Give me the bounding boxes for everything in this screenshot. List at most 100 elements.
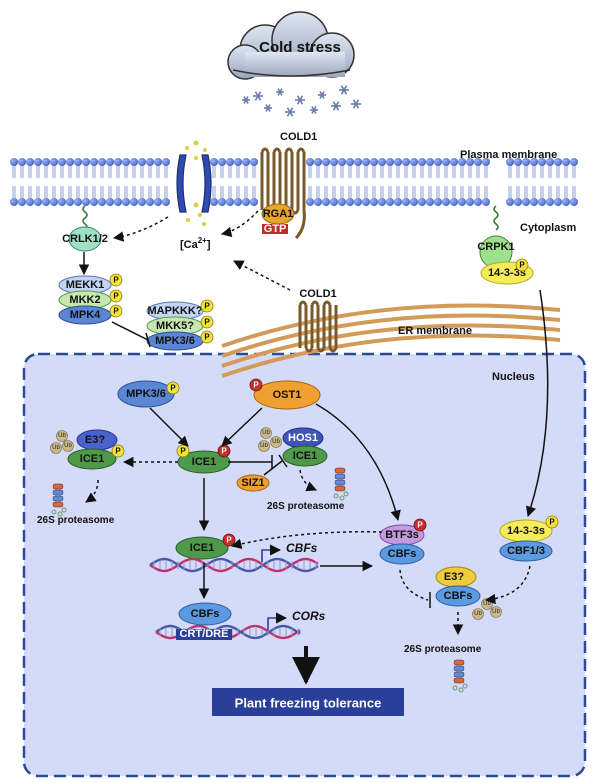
mpk36-cyto-label: MPK3/6 bbox=[155, 335, 195, 347]
proteasome-icon bbox=[333, 467, 349, 501]
phosphate-label: P bbox=[417, 521, 423, 530]
phosphate-mark bbox=[249, 378, 263, 392]
crpk1-label: CRPK1 bbox=[477, 241, 514, 253]
crt-dre-label: CRT/DRE bbox=[180, 628, 229, 640]
proteasome-label-a: 26S proteasome bbox=[37, 515, 115, 526]
ubiquitin-mark bbox=[490, 606, 502, 618]
cytoplasm-label: Cytoplasm bbox=[520, 222, 576, 234]
cors-promoter-arrow bbox=[267, 612, 288, 630]
phosphate-label: P bbox=[519, 261, 525, 270]
ubiquitin-mark bbox=[260, 427, 272, 439]
s1433-nuc-label: 14-3-3s bbox=[507, 525, 545, 537]
phosphate-label: P bbox=[549, 518, 555, 527]
btf3s-label: BTF3s bbox=[385, 529, 419, 541]
outcome-box bbox=[212, 688, 404, 716]
ost1-node bbox=[253, 380, 321, 410]
mkk5-label: MKK5? bbox=[156, 320, 194, 332]
phosphate-mark bbox=[200, 330, 214, 344]
phosphate-label: P bbox=[113, 276, 119, 285]
plasma-membrane bbox=[10, 158, 578, 206]
calcium-label: [Ca2+] bbox=[180, 236, 211, 251]
cbfs-dna-node bbox=[178, 602, 232, 626]
pathway-arrows bbox=[78, 210, 549, 685]
ubiquitin-label: Ub bbox=[262, 430, 270, 436]
phosphate-mark bbox=[413, 518, 427, 532]
cloud-icon bbox=[227, 11, 355, 80]
phosphate-label: P bbox=[226, 536, 232, 545]
s1433-cyto-label: 14-3-3s bbox=[488, 267, 526, 279]
ubiquitin-mark bbox=[270, 436, 282, 448]
crlk-node bbox=[68, 226, 102, 252]
phosphate-label: P bbox=[204, 333, 210, 342]
ice1-dna-label: ICE1 bbox=[190, 542, 214, 554]
gtp-label: GTP bbox=[264, 223, 287, 235]
cold1-transmembrane-er bbox=[298, 300, 338, 353]
ubiquitin-mark bbox=[62, 440, 74, 452]
ubiquitin-mark bbox=[56, 430, 68, 442]
gtp-badge bbox=[262, 224, 288, 234]
phosphate-label: P bbox=[180, 447, 186, 456]
calcium-channel bbox=[176, 140, 212, 226]
cbf13-node bbox=[499, 540, 553, 562]
phosphate-mark bbox=[111, 444, 125, 458]
ost1-label: OST1 bbox=[273, 389, 302, 401]
ubiquitin-label: Ub bbox=[64, 443, 72, 449]
ice1-dna-node bbox=[175, 536, 229, 560]
cbfs-deg-node bbox=[435, 585, 481, 607]
phosphate-mark bbox=[545, 515, 559, 529]
cbfs-btf-node bbox=[379, 543, 425, 565]
crlk-label: CRLK1/2 bbox=[62, 233, 108, 245]
ice1-deg-label: ICE1 bbox=[80, 453, 104, 465]
phosphate-mark bbox=[200, 299, 214, 313]
nucleus-label: Nucleus bbox=[492, 371, 535, 383]
crlk-transmembrane bbox=[82, 205, 88, 231]
plasma-membrane-label: Plasma membrane bbox=[460, 149, 557, 161]
cbfs-dna-label: CBFs bbox=[191, 608, 220, 620]
phosphate-label: P bbox=[221, 447, 227, 456]
ubiquitin-label: Ub bbox=[483, 601, 491, 607]
er-membrane-label: ER membrane bbox=[398, 325, 472, 337]
ubiquitin-label: Ub bbox=[272, 439, 280, 445]
phosphate-mark bbox=[515, 258, 529, 272]
ubiquitin-mark bbox=[258, 440, 270, 452]
cbfs-gene-label: CBFs bbox=[286, 541, 318, 555]
cold1-pm-label: COLD1 bbox=[280, 131, 317, 143]
phosphate-label: P bbox=[115, 447, 121, 456]
phosphate-mark bbox=[109, 289, 123, 303]
phosphate-label: P bbox=[204, 302, 210, 311]
e3b-label: E3? bbox=[444, 571, 464, 583]
phosphate-mark bbox=[200, 315, 214, 329]
ubiquitin-label: Ub bbox=[492, 609, 500, 615]
proteasome-label-c: 26S proteasome bbox=[404, 644, 482, 655]
mkk2-label: MKK2 bbox=[69, 294, 100, 306]
mpk4-label: MPK4 bbox=[70, 309, 101, 321]
siz1-node bbox=[236, 474, 270, 492]
ubiquitin-mark bbox=[50, 442, 62, 454]
phosphate-mark bbox=[109, 273, 123, 287]
mpk4-node bbox=[58, 305, 112, 325]
phosphate-label: P bbox=[170, 384, 176, 393]
outcome-label: Plant freezing tolerance bbox=[235, 696, 382, 711]
mapkkk-label: MAPKKK? bbox=[148, 305, 203, 317]
ice1-hos-label: ICE1 bbox=[293, 450, 317, 462]
mpk36-nuc-label: MPK3/6 bbox=[126, 388, 166, 400]
ubiquitin-label: Ub bbox=[260, 443, 268, 449]
cors-gene-label: CORs bbox=[292, 609, 326, 623]
e3a-label: E3? bbox=[85, 434, 105, 446]
ubiquitin-label: Ub bbox=[58, 433, 66, 439]
proteasome-icon bbox=[452, 659, 468, 693]
cbfs-btf-label: CBFs bbox=[388, 548, 417, 560]
er-membrane bbox=[221, 303, 561, 378]
ice1-main-label: ICE1 bbox=[192, 456, 216, 468]
crt-dre-box bbox=[176, 629, 232, 640]
cbf13-label: CBF1/3 bbox=[507, 545, 545, 557]
rga1-label: RGA1 bbox=[263, 208, 294, 220]
hos1-label: HOS1 bbox=[288, 432, 318, 444]
proteasome-icon bbox=[51, 483, 67, 517]
siz1-label: SIZ1 bbox=[241, 477, 264, 489]
crpk1-transmembrane bbox=[493, 205, 499, 231]
cold1-er-label: COLD1 bbox=[299, 288, 336, 300]
phosphate-mark bbox=[166, 381, 180, 395]
phosphate-label: P bbox=[113, 307, 119, 316]
